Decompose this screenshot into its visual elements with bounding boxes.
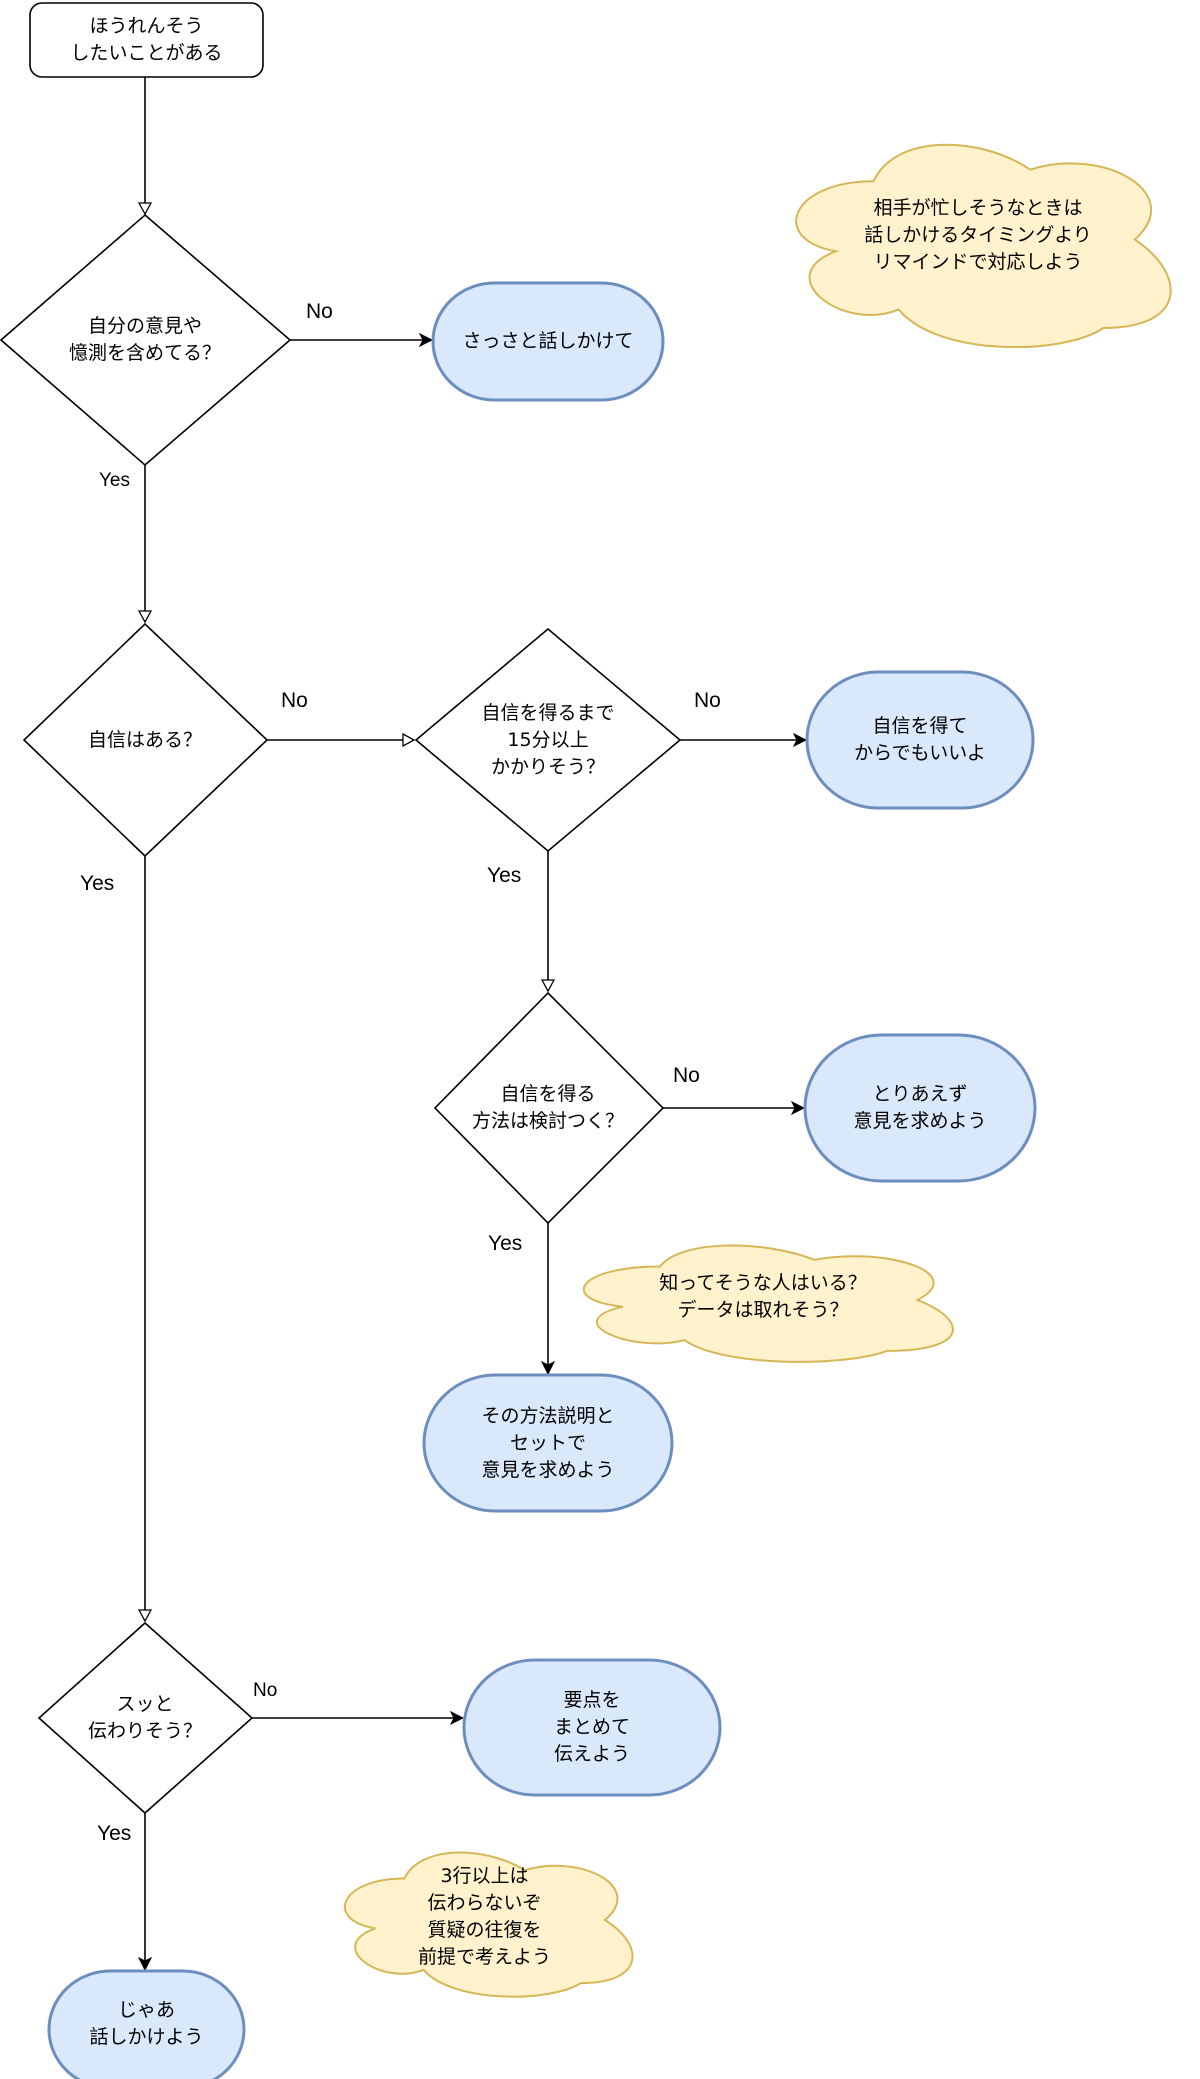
note-cloud-n1[interactable]: [795, 143, 1172, 349]
edge-label-d2-no: No: [281, 689, 308, 712]
decision-d3[interactable]: [414, 627, 682, 853]
start-node[interactable]: [29, 2, 264, 78]
edge-label-d4-yes: Yes: [488, 1232, 523, 1255]
terminal-t4-text: その方法説明と セットで 意見を求めよう: [481, 1404, 615, 1481]
terminal-t2[interactable]: [805, 670, 1035, 810]
terminal-t2-text: 自信を得て からでもいいよ: [854, 715, 986, 764]
edge-label-d5-yes: Yes: [97, 1822, 132, 1845]
edge-label-d1-yes: Yes: [99, 470, 130, 491]
decision-d1[interactable]: [0, 213, 292, 467]
note-n1-text: 相手が忙しそうなときは 話しかけるタイミングより リマインドで対応しよう: [864, 196, 1092, 273]
decision-d4[interactable]: [433, 991, 665, 1225]
decision-d2[interactable]: [22, 622, 269, 858]
start-node-text: ほうれんそう したいことがある: [70, 15, 223, 64]
note-cloud-n3[interactable]: [343, 1851, 634, 1998]
decision-d5[interactable]: [37, 1621, 254, 1815]
decision-d5-text: スッと 伝わりそう？: [87, 1693, 202, 1742]
note-cloud-n2[interactable]: [582, 1244, 954, 1363]
edge-label-d3-yes: Yes: [487, 864, 522, 887]
decision-d4-text: 自信を得る 方法は検討つく？: [471, 1083, 624, 1132]
note-n2-text: 知ってそうな人はいる？ データは取れそう？: [659, 1272, 867, 1321]
terminal-t1[interactable]: [431, 281, 665, 402]
terminal-t5[interactable]: [462, 1658, 722, 1797]
terminal-t3-text: とりあえず 意見を求めよう: [853, 1083, 987, 1132]
edge-label-d2-yes: Yes: [80, 872, 115, 895]
terminal-t1-text: さっさと話しかけて: [462, 330, 634, 352]
decision-d2-text: 自信はある？: [87, 728, 202, 751]
edge-label-d4-no: No: [673, 1064, 700, 1087]
note-n3-text: 3行以上は 伝わらないぞ 質疑の往復を 前提で考えよう: [417, 1865, 551, 1968]
decision-d3-text: 自信を得るまで 15分以上 かかりそう？: [481, 701, 615, 778]
edge-label-d3-no: No: [694, 689, 721, 712]
terminal-t4[interactable]: [422, 1373, 674, 1513]
terminal-t5-text: 要点を まとめて 伝えよう: [553, 1689, 630, 1765]
terminal-t3[interactable]: [803, 1033, 1037, 1183]
terminal-t6[interactable]: [47, 1969, 246, 2079]
edge-label-d1-no: No: [306, 300, 333, 323]
terminal-t6-text: じゃあ 話しかけよう: [89, 1999, 204, 2048]
decision-d1-text: 自分の意見や 憶測を含めてる？: [68, 315, 221, 364]
edge-label-d5-no: No: [253, 1680, 278, 1701]
